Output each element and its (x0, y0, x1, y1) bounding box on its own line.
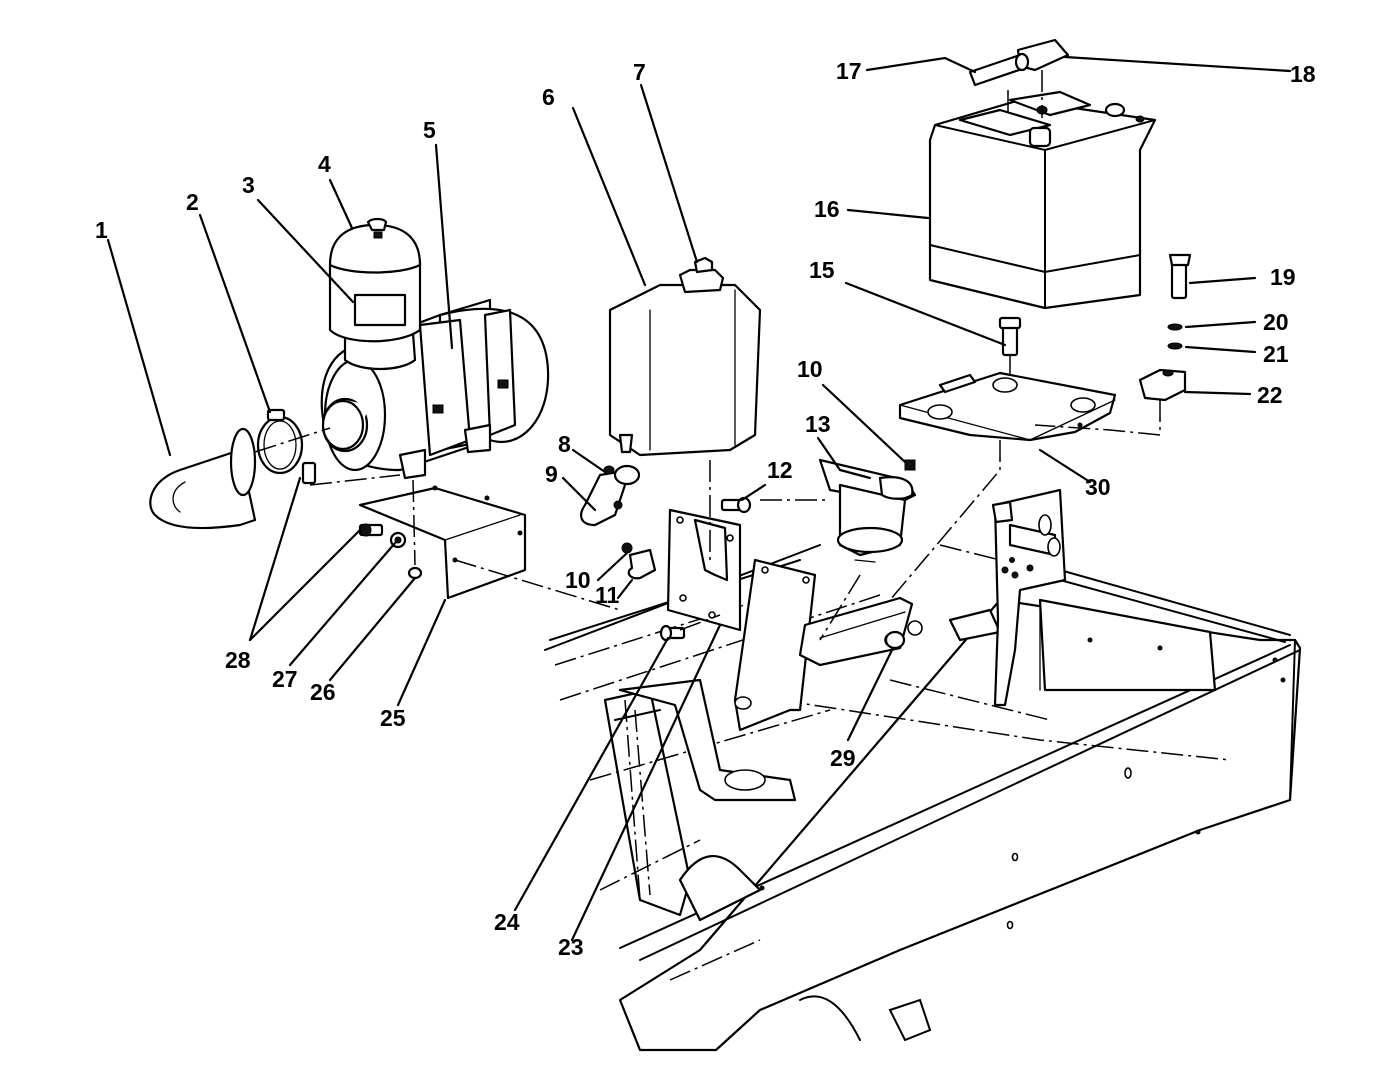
callout-2: 2 (186, 189, 199, 215)
leader-lines (106, 55, 1292, 942)
callout-23: 23 (558, 934, 584, 960)
callout-5: 5 (423, 117, 436, 143)
callout-16: 16 (814, 196, 840, 222)
battery-cable (968, 38, 1070, 87)
callout-26: 26 (310, 679, 336, 705)
callout-7: 7 (633, 59, 646, 85)
callout-17: 17 (836, 58, 862, 84)
alignment-lines (254, 70, 1161, 641)
callout-27: 27 (272, 666, 298, 692)
callout-11: 11 (595, 582, 620, 608)
callout-10-upper: 10 (797, 356, 823, 382)
callout-4: 4 (318, 151, 331, 177)
callout-22: 22 (1257, 382, 1283, 408)
callout-25: 25 (380, 705, 406, 731)
callout-labels: 1 2 3 4 5 6 7 8 9 10 10 11 12 13 15 16 1… (95, 58, 1316, 960)
hold-down-hardware (1138, 253, 1192, 402)
chassis-frame (544, 488, 1302, 1052)
callout-28: 28 (225, 647, 251, 673)
hose-clamp (256, 408, 304, 475)
intake-hose (149, 427, 257, 530)
callout-12: 12 (767, 457, 793, 483)
air-cleaner-bracket (301, 461, 527, 600)
callout-18: 18 (1290, 61, 1316, 87)
lock-nut (884, 630, 906, 650)
callout-1: 1 (95, 217, 108, 243)
overflow-hose (580, 464, 641, 527)
callout-30: 30 (1085, 474, 1111, 500)
callout-9: 9 (545, 461, 558, 487)
callout-21: 21 (1263, 341, 1289, 367)
callout-13: 13 (805, 411, 831, 437)
callout-24: 24 (494, 909, 520, 935)
callout-3: 3 (242, 172, 255, 198)
module-bracket (818, 458, 917, 563)
callout-8: 8 (558, 431, 571, 457)
battery (928, 90, 1157, 310)
tray-bolt (998, 316, 1022, 357)
callout-15: 15 (809, 257, 835, 283)
callout-6: 6 (542, 84, 555, 110)
tank-bracket (621, 496, 752, 642)
callout-19: 19 (1270, 264, 1296, 290)
callout-29: 29 (830, 745, 856, 771)
callout-20: 20 (1263, 309, 1289, 335)
reservoir-tank (608, 256, 762, 457)
air-cleaner (320, 217, 550, 480)
callout-10-lower: 10 (565, 567, 591, 593)
battery-tray (898, 371, 1117, 442)
